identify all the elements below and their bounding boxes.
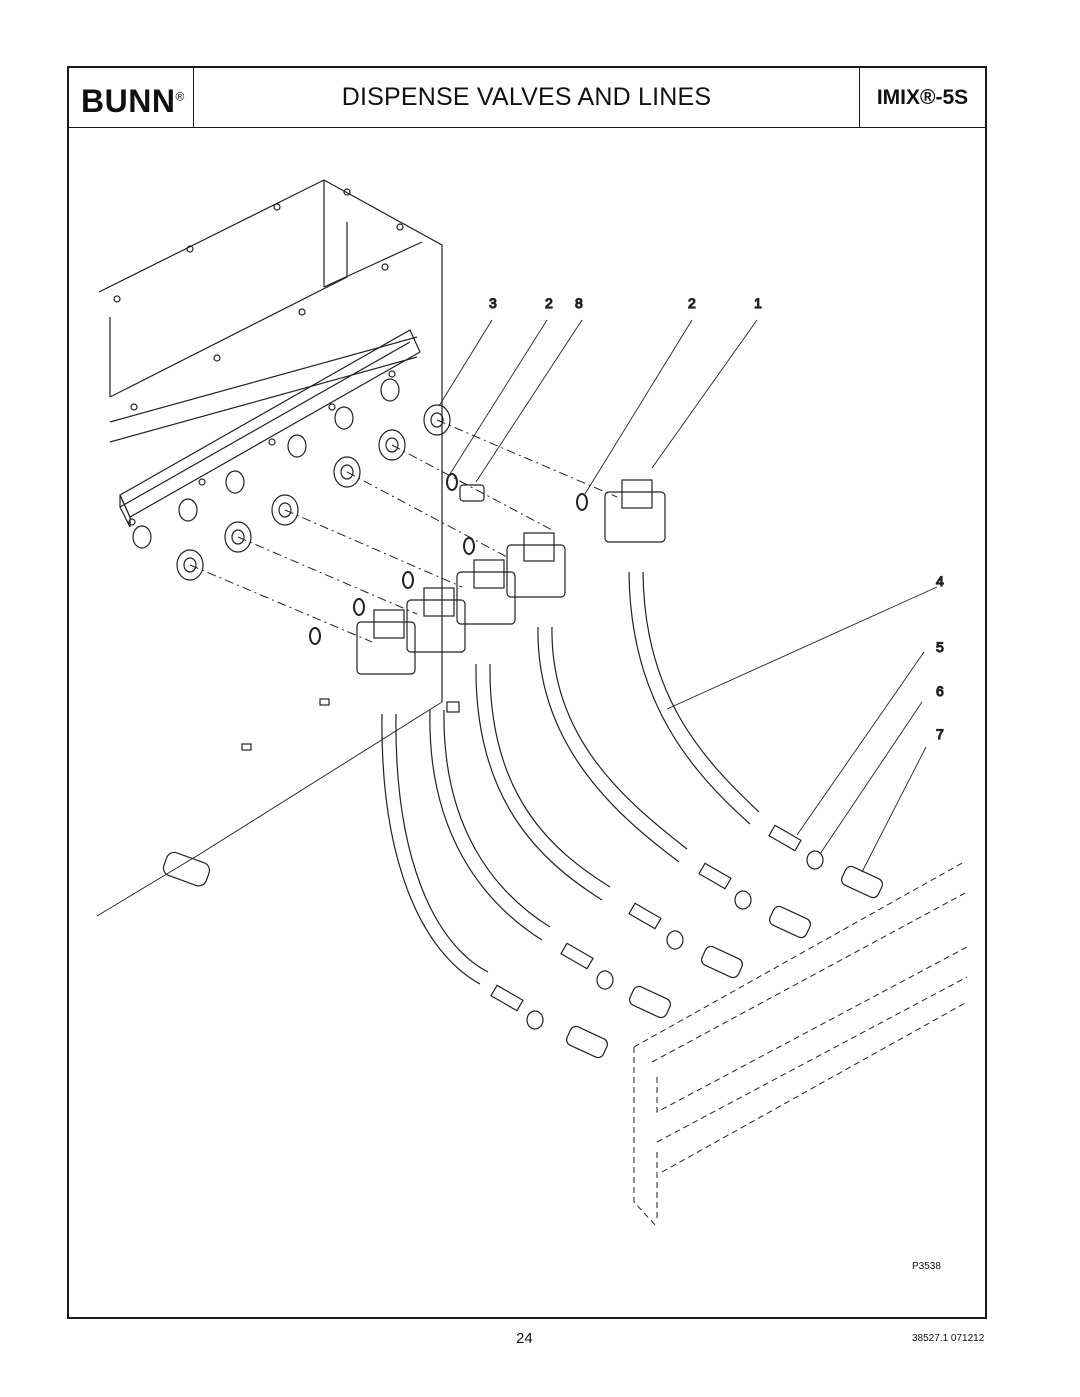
page-frame: BUNN® DISPENSE VALVES AND LINES IMIX®-5S bbox=[67, 66, 987, 1319]
bracket-holes bbox=[132, 378, 400, 549]
solenoid-valves bbox=[356, 479, 666, 675]
callout-5: 5 bbox=[936, 639, 944, 655]
bunn-logo: BUNN® bbox=[81, 83, 185, 120]
callout-7: 7 bbox=[936, 726, 944, 742]
brand-name: BUNN bbox=[81, 83, 176, 119]
leader-lines bbox=[96, 319, 938, 917]
callout-2: 2 bbox=[545, 295, 553, 311]
logo-cell: BUNN® bbox=[69, 68, 194, 127]
cabinet-housing bbox=[98, 179, 443, 702]
lower-panel bbox=[633, 861, 968, 1228]
page-title: DISPENSE VALVES AND LINES bbox=[341, 83, 712, 111]
brand-registered-mark: ® bbox=[175, 89, 185, 104]
figure-id: P3538 bbox=[912, 1261, 941, 1272]
tubing bbox=[381, 571, 760, 985]
loose-screws bbox=[241, 698, 460, 751]
assembly-lines bbox=[189, 419, 618, 643]
o-rings bbox=[309, 473, 588, 645]
page-number: 24 bbox=[516, 1330, 533, 1347]
callout-1: 1 bbox=[754, 295, 762, 311]
exploded-parts-drawing: 3 2 8 2 1 4 5 6 7 bbox=[96, 179, 968, 1228]
title-block: BUNN® DISPENSE VALVES AND LINES IMIX®-5S bbox=[69, 68, 985, 128]
callout-4: 4 bbox=[936, 573, 944, 589]
callout-8: 8 bbox=[575, 295, 583, 311]
title-cell: DISPENSE VALVES AND LINES bbox=[194, 68, 860, 127]
line-fittings bbox=[162, 824, 883, 1059]
document-code: 38527.1 071212 bbox=[912, 1333, 985, 1344]
model-cell: IMIX®-5S bbox=[860, 68, 985, 127]
callout-2b: 2 bbox=[688, 295, 696, 311]
callout-3: 3 bbox=[489, 295, 497, 311]
grommets bbox=[176, 404, 485, 581]
model-name: IMIX®-5S bbox=[876, 85, 969, 109]
callout-6: 6 bbox=[936, 683, 944, 699]
mounting-bracket bbox=[119, 329, 421, 528]
